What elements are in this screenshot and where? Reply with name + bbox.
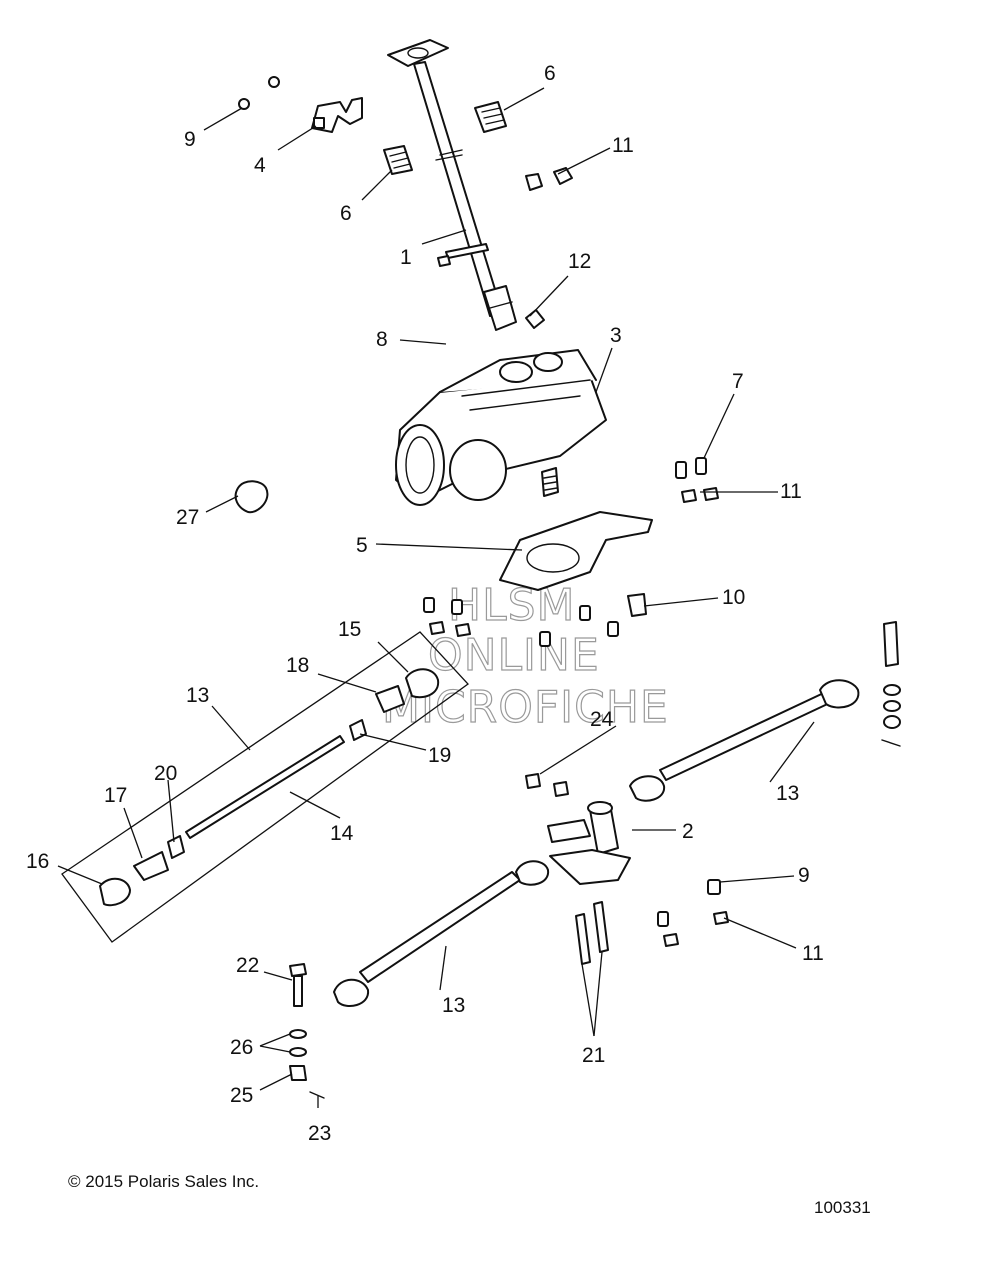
bolt-8-and-clip-12 [437, 243, 545, 329]
callout-2: 2 [682, 820, 694, 843]
callout-20: 20 [154, 762, 177, 785]
plate-fasteners [423, 457, 719, 647]
callout-6-lower: 6 [340, 202, 352, 225]
callout-8: 8 [376, 328, 388, 351]
callout-26: 26 [230, 1036, 253, 1059]
copyright-text: © 2015 Polaris Sales Inc. [68, 1172, 260, 1191]
watermark-line-1: HLSM [448, 580, 576, 631]
callout-13-right: 13 [776, 782, 799, 805]
tie-rod-kit-box [61, 631, 469, 943]
callout-labels: 1 2 3 4 5 6 6 7 8 9 9 10 11 11 11 12 13 … [26, 62, 824, 1145]
callout-14: 14 [330, 822, 354, 845]
callout-24: 24 [590, 708, 614, 731]
callout-23: 23 [308, 1122, 331, 1145]
lower-hardware [289, 879, 729, 1099]
callout-5: 5 [356, 534, 368, 557]
callout-7: 7 [732, 370, 744, 393]
callout-18: 18 [286, 654, 309, 677]
callout-11-bottom: 11 [802, 942, 824, 965]
callout-16: 16 [26, 850, 49, 873]
steering-column [387, 39, 517, 331]
callout-15: 15 [338, 618, 361, 641]
callout-11-middle: 11 [780, 480, 802, 503]
left-tie-rod [333, 860, 550, 1007]
callout-22: 22 [236, 954, 259, 977]
callout-3: 3 [610, 324, 622, 347]
callout-21: 21 [582, 1044, 605, 1067]
mounting-plate-hole [526, 543, 580, 573]
eps-unit [395, 349, 607, 506]
callout-25: 25 [230, 1084, 253, 1107]
diagram-number: 100331 [814, 1198, 871, 1217]
watermark-line-3: MICROFICHE [382, 682, 669, 733]
callout-4: 4 [254, 154, 266, 177]
watermark-line-2: ONLINE [428, 630, 600, 681]
callout-1: 1 [400, 246, 412, 269]
callout-10: 10 [722, 586, 745, 609]
callout-9-lower: 9 [798, 864, 810, 887]
callout-27: 27 [176, 506, 199, 529]
callout-11-top: 11 [612, 134, 634, 157]
grommet [234, 480, 269, 514]
tie-rod-kit [99, 668, 440, 907]
callout-12: 12 [568, 250, 591, 273]
callout-13-box: 13 [186, 684, 209, 707]
callout-13-bottom: 13 [442, 994, 465, 1017]
callout-17: 17 [104, 784, 127, 807]
callout-9-upper: 9 [184, 128, 196, 151]
steering-arm [525, 773, 631, 885]
leader-lines [57, 87, 815, 1108]
callout-19: 19 [428, 744, 451, 767]
right-tie-rod [629, 621, 901, 802]
callout-6-upper: 6 [544, 62, 556, 85]
watermark: HLSM ONLINE MICROFICHE [381, 579, 669, 733]
bracket-and-clips [238, 76, 573, 191]
